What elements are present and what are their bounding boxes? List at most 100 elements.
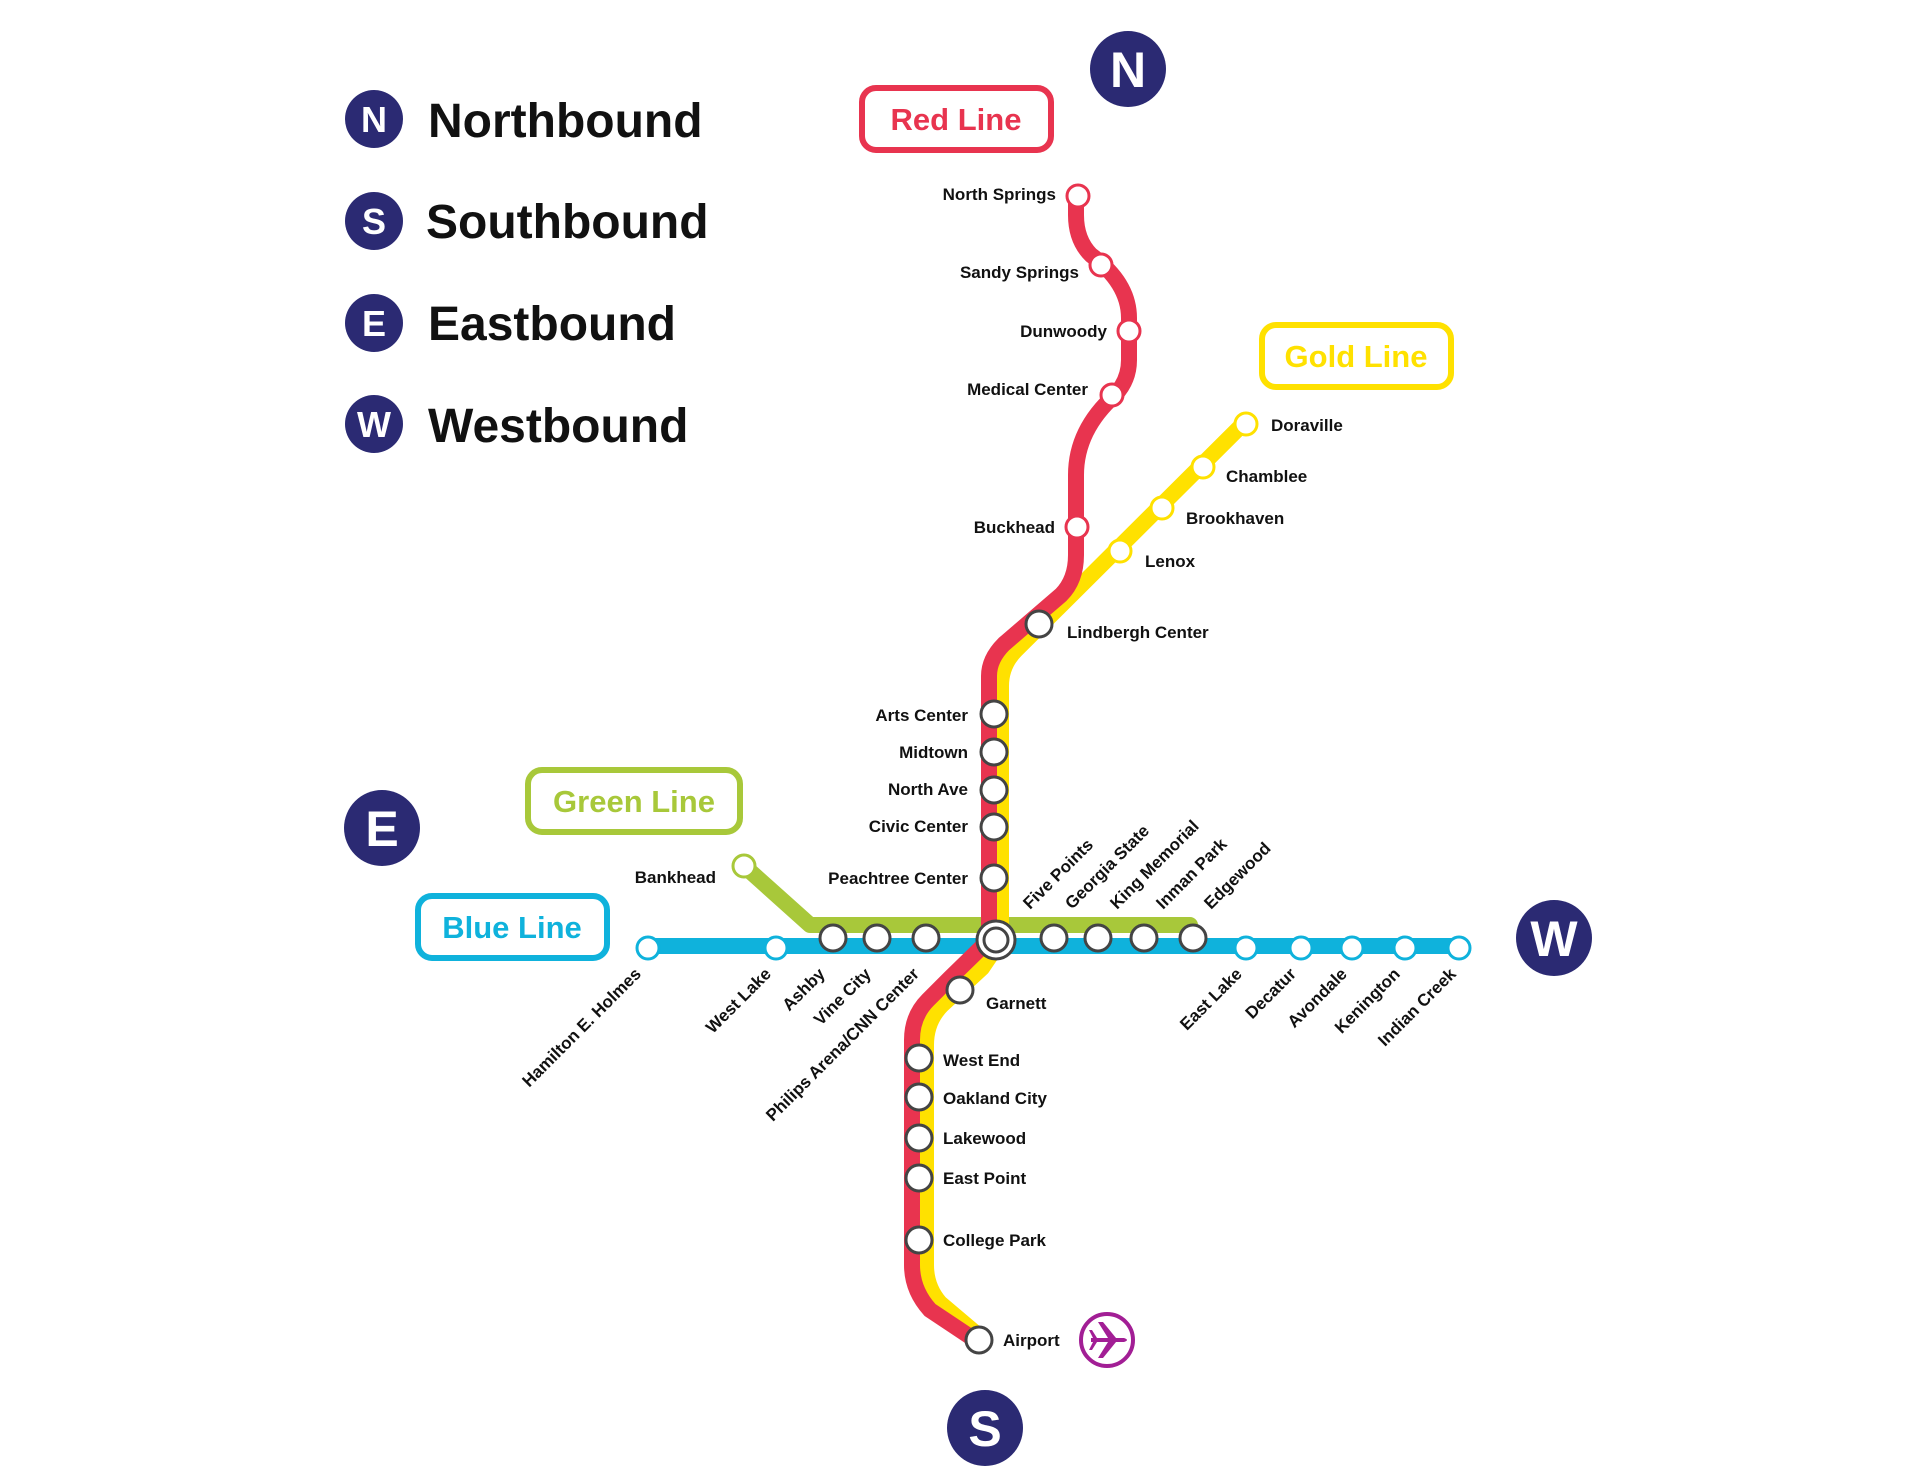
- station-marker: [1149, 495, 1175, 521]
- station-west-end[interactable]: West End: [904, 1043, 1020, 1073]
- compass-east-letter: E: [365, 801, 398, 857]
- station-label: Oakland City: [943, 1089, 1047, 1108]
- station-marker: [1233, 411, 1259, 437]
- legend-badge-letter: S: [362, 201, 386, 242]
- station-label: Airport: [1003, 1331, 1060, 1350]
- line-box-gold: Gold Line: [1259, 322, 1454, 390]
- station-marker: [911, 923, 941, 953]
- station-marker: [1083, 923, 1113, 953]
- station-marker: [1065, 183, 1091, 209]
- station-marker: [635, 935, 661, 961]
- red-line-track: [904, 187, 1137, 1348]
- station-north-springs[interactable]: North Springs: [943, 183, 1091, 209]
- station-lenox[interactable]: Lenox: [1107, 538, 1196, 571]
- tracks: [638, 187, 1462, 1348]
- compass-north-letter: N: [1110, 42, 1146, 98]
- station-label: Chamblee: [1226, 467, 1307, 486]
- station-lindbergh-center[interactable]: Lindbergh Center: [1024, 609, 1209, 642]
- station-marker: [979, 812, 1009, 842]
- legend-badge-letter: E: [362, 303, 386, 344]
- station-label: East Point: [943, 1169, 1026, 1188]
- station-north-ave[interactable]: North Ave: [888, 775, 1009, 805]
- station-medical-center[interactable]: Medical Center: [967, 380, 1125, 408]
- station-marker: [763, 935, 789, 961]
- station-marker: [1339, 935, 1365, 961]
- line-box-green-frame: [525, 767, 743, 835]
- station-civic-center[interactable]: Civic Center: [869, 812, 1009, 842]
- station-marker: [818, 923, 848, 953]
- airplane-icon: [1079, 1312, 1135, 1368]
- line-box-red-frame: [859, 85, 1054, 153]
- legend-item-eastbound: E Eastbound: [345, 294, 676, 352]
- station-bankhead[interactable]: Bankhead: [635, 853, 757, 887]
- legend-badge-letter: N: [361, 99, 387, 140]
- station-east-point[interactable]: East Point: [904, 1163, 1026, 1193]
- station-oakland-city[interactable]: Oakland City: [904, 1082, 1047, 1112]
- compass-north: N: [1090, 31, 1166, 107]
- station-marker: [904, 1082, 934, 1112]
- station-midtown[interactable]: Midtown: [899, 737, 1009, 767]
- station-label: North Ave: [888, 780, 968, 799]
- station-label: Buckhead: [974, 518, 1055, 537]
- station-garnett[interactable]: Garnett: [945, 975, 1047, 1013]
- station-sandy-springs[interactable]: Sandy Springs: [960, 252, 1114, 282]
- station-label: Garnett: [986, 994, 1047, 1013]
- compass-west-badge: [1516, 900, 1592, 976]
- station-label: Lakewood: [943, 1129, 1026, 1148]
- station-marker: [1190, 454, 1216, 480]
- station-marker: [731, 853, 757, 879]
- line-box-green: Green Line: [525, 767, 743, 835]
- station-lakewood[interactable]: Lakewood: [904, 1123, 1026, 1153]
- station-marker: [904, 1043, 934, 1073]
- station-label: Peachtree Center: [828, 869, 968, 888]
- station-label: Lindbergh Center: [1067, 623, 1209, 642]
- station-label: Arts Center: [875, 706, 968, 725]
- station-marker: [979, 699, 1009, 729]
- line-box-red-label: Red Line: [891, 102, 1022, 137]
- station-marker: [1024, 609, 1054, 639]
- station-marker: [945, 975, 975, 1005]
- station-chamblee[interactable]: Chamblee: [1190, 454, 1307, 486]
- station-marker-inner: [982, 926, 1010, 954]
- legend-badge-s: [345, 192, 403, 250]
- compass-east-badge: [344, 790, 420, 866]
- station-marker: [1178, 923, 1208, 953]
- legend-badge-n: [345, 90, 403, 148]
- station-label: West Lake: [702, 964, 775, 1037]
- station-college-park[interactable]: College Park: [904, 1225, 1047, 1255]
- station-label: West End: [943, 1051, 1020, 1070]
- station-edgewood[interactable]: Edgewood: [1178, 839, 1275, 953]
- station-marker: [1392, 935, 1418, 961]
- station-marker: [979, 737, 1009, 767]
- station-marker: [862, 923, 892, 953]
- station-label: Sandy Springs: [960, 263, 1079, 282]
- compass-north-badge: [1090, 31, 1166, 107]
- legend-badge-w: [345, 395, 403, 453]
- station-marker: [1088, 252, 1114, 278]
- legend-label: Northbound: [428, 95, 703, 148]
- station-label: North Springs: [943, 185, 1056, 204]
- compass-west-letter: W: [1530, 911, 1578, 967]
- station-label: East Lake: [1176, 964, 1246, 1034]
- station-marker: [1129, 923, 1159, 953]
- station-doraville[interactable]: Doraville: [1233, 411, 1343, 437]
- station-label: Bankhead: [635, 868, 716, 887]
- station-peachtree-center[interactable]: Peachtree Center: [828, 863, 1009, 893]
- green-line-track: [734, 856, 1198, 933]
- station-arts-center[interactable]: Arts Center: [875, 699, 1009, 729]
- compass-west: W: [1516, 900, 1592, 976]
- compass-south-badge: [947, 1390, 1023, 1466]
- legend-badge-e: [345, 294, 403, 352]
- line-box-red: Red Line: [859, 85, 1054, 153]
- legend-item-southbound: S Southbound: [345, 192, 709, 250]
- station-marker: [904, 1225, 934, 1255]
- line-box-gold-label: Gold Line: [1285, 339, 1428, 374]
- station-brookhaven[interactable]: Brookhaven: [1149, 495, 1284, 528]
- station-marker: [979, 863, 1009, 893]
- station-buckhead[interactable]: Buckhead: [974, 514, 1090, 540]
- legend-item-westbound: W Westbound: [345, 395, 688, 453]
- station-label: Midtown: [899, 743, 968, 762]
- station-dunwoody[interactable]: Dunwoody: [1020, 318, 1142, 344]
- station-airport[interactable]: Airport: [964, 1325, 1060, 1355]
